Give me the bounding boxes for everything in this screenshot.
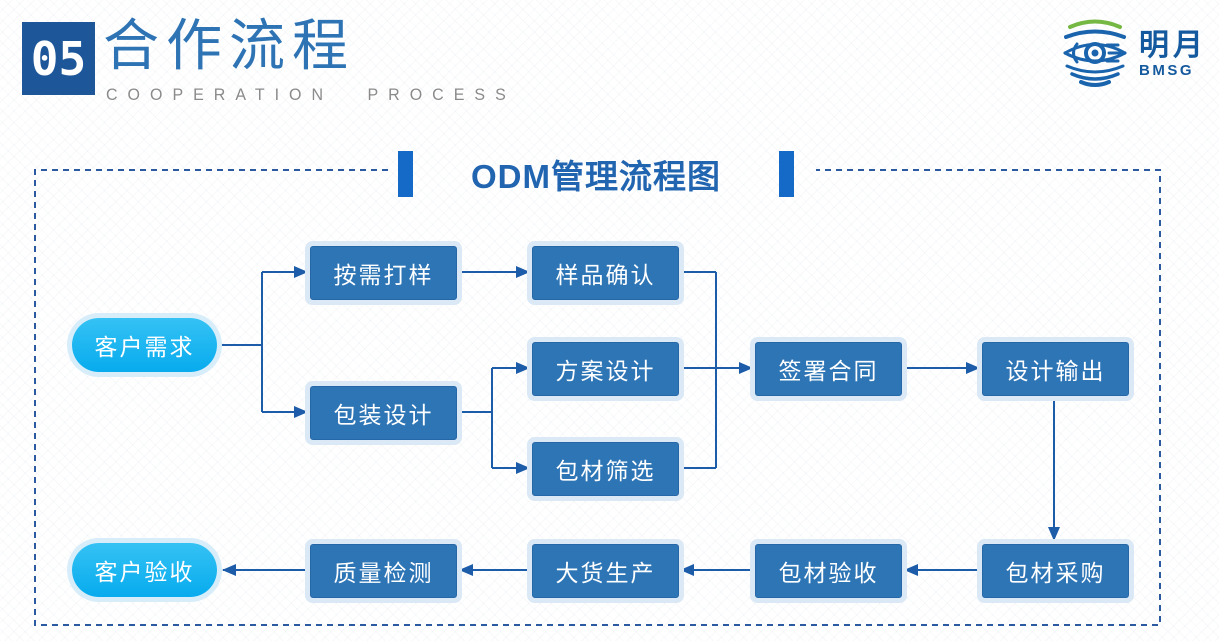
diagram-title: ODM管理流程图 — [471, 158, 721, 195]
flow-node-customer-demand: 客户需求 — [72, 318, 217, 372]
section-number: 05 — [30, 31, 87, 86]
title-accent-bar-left — [398, 151, 413, 197]
flow-node-label: 客户需求 — [94, 334, 195, 360]
page-title: 合作流程 — [103, 14, 355, 79]
flow-node-label: 样品确认 — [555, 262, 656, 288]
flow-node-label: 方案设计 — [555, 358, 656, 384]
flow-node-label: 包装设计 — [333, 402, 434, 428]
flow-node-label: 大货生产 — [555, 560, 656, 586]
logo-name-en: BMSG — [1139, 62, 1194, 79]
flow-node-mass-production: 大货生产 — [532, 544, 679, 598]
flow-node-quality-inspection: 质量检测 — [310, 544, 457, 598]
flow-node-sign-contract: 签署合同 — [755, 342, 902, 396]
company-logo: 明月 BMSG — [1055, 12, 1207, 97]
flow-node-design-output: 设计输出 — [982, 342, 1129, 396]
flow-node-material-purchase: 包材采购 — [982, 544, 1129, 598]
flow-node-label: 包材采购 — [1005, 560, 1106, 586]
title-accent-bar-right — [779, 151, 794, 197]
logo-name-cn: 明月 — [1139, 29, 1207, 62]
flow-node-label: 包材验收 — [778, 560, 879, 586]
flow-node-material-screening: 包材筛选 — [532, 442, 679, 496]
page-subtitle: COOPERATION PROCESS — [106, 86, 516, 105]
flow-node-label: 签署合同 — [778, 358, 879, 384]
flow-node-label: 设计输出 — [1005, 358, 1106, 384]
flow-node-customer-acceptance: 客户验收 — [72, 543, 217, 597]
flow-node-label: 按需打样 — [333, 262, 434, 288]
moon-eye-logo-icon — [1055, 12, 1135, 97]
flow-node-label: 客户验收 — [94, 559, 195, 585]
flow-node-material-acceptance: 包材验收 — [755, 544, 902, 598]
flow-node-label: 包材筛选 — [555, 458, 656, 484]
logo-text: 明月 BMSG — [1139, 29, 1207, 80]
diagram-border — [34, 169, 1161, 626]
section-number-box: 05 — [22, 22, 95, 95]
flow-node-sample-on-demand: 按需打样 — [310, 246, 457, 300]
flow-node-label: 质量检测 — [333, 560, 434, 586]
flow-node-scheme-design: 方案设计 — [532, 342, 679, 396]
flow-node-packaging-design: 包装设计 — [310, 386, 457, 440]
flow-node-sample-confirm: 样品确认 — [532, 246, 679, 300]
